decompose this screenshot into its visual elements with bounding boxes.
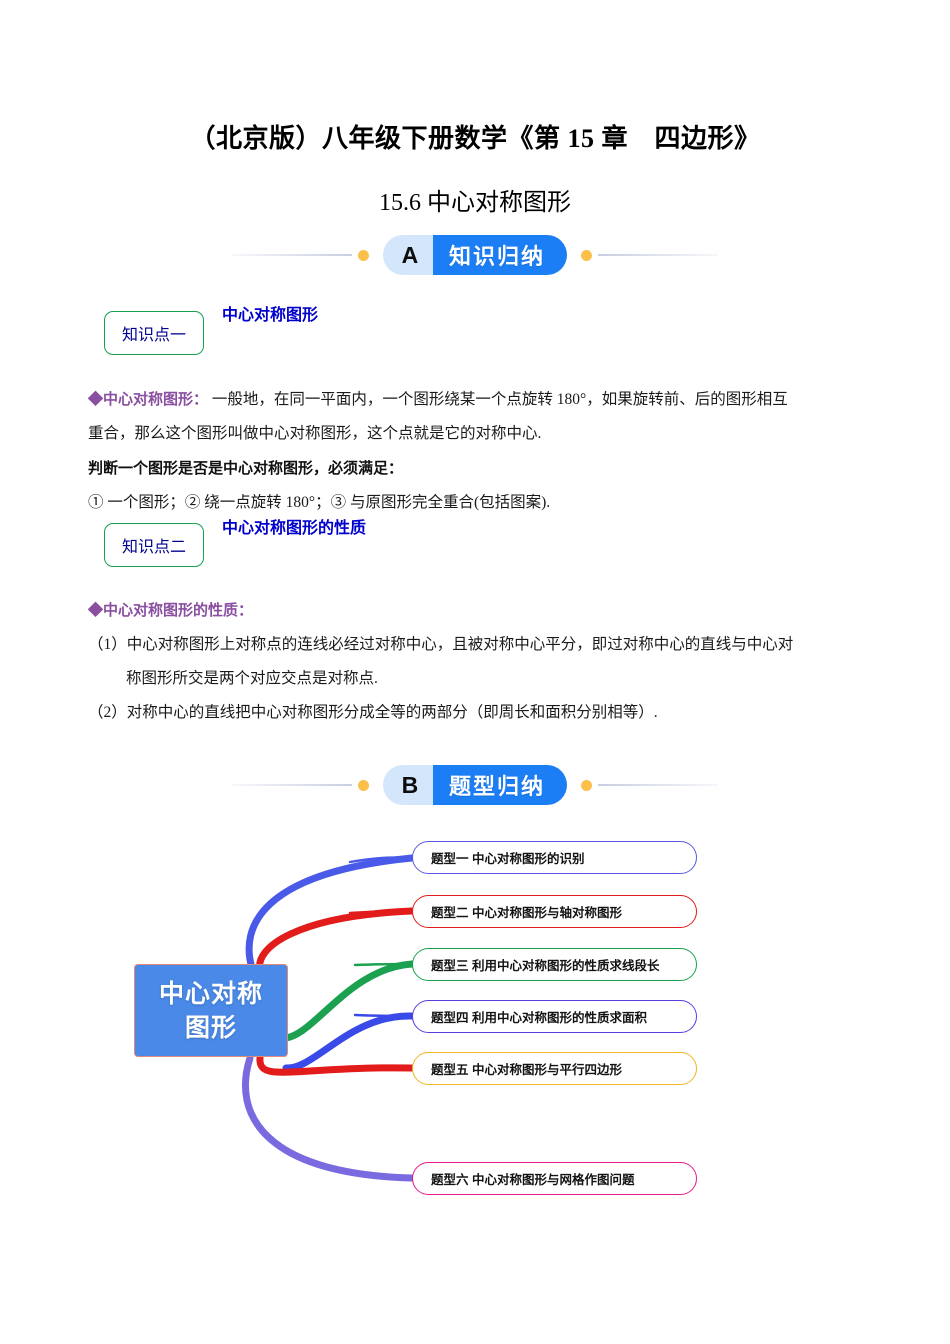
- mindmap-center-line-1: 中心对称: [158, 979, 263, 1008]
- property-2: （2）对称中心的直线把中心对称图形分成全等的两部分（即周长和面积分别相等）.: [88, 704, 658, 721]
- mindmap-branch-4-tip: [353, 1013, 414, 1018]
- condition-items: ① 一个图形；② 绕一点旋转 180°；③ 与原图形完全重合(包括图案).: [88, 494, 551, 511]
- definition-lead: ◆中心对称图形：: [88, 391, 209, 408]
- property-1-line-2: 称图形所交是两个对应交点是对称点.: [126, 670, 378, 687]
- banner-line-left: [231, 254, 352, 256]
- mindmap-node-3-label: 题型三 利用中心对称图形的性质求线段长: [431, 959, 660, 973]
- mindmap-connectors: [242, 854, 416, 1182]
- mindmap-branch-5: [256, 1054, 416, 1076]
- knowledge-point-1-conditions: 判断一个图形是否是中心对称图形，必须满足： ① 一个图形；② 绕一点旋转 180…: [88, 452, 874, 520]
- mindmap-center-line-2: 图形: [184, 1013, 237, 1042]
- banner-b-dot-left-icon: [357, 779, 369, 791]
- page-subtitle: 15.6 中心对称图形: [379, 190, 571, 216]
- mindmap-center-node[interactable]: 中心对称 图形: [134, 964, 288, 1057]
- section-label-b: 题型归纳: [432, 765, 567, 805]
- mindmap-node-5[interactable]: 题型五 中心对称图形与平行四边形: [412, 1052, 697, 1085]
- banner-dot-left-icon: [357, 249, 369, 261]
- property-lead: ◆中心对称图形的性质：: [88, 602, 254, 619]
- mindmap-branch-6-tip: [348, 1172, 414, 1180]
- section-letter-b: B: [382, 765, 433, 805]
- page-title: （北京版）八年级下册数学《第 15 章 四边形》: [189, 124, 761, 153]
- section-banner-a: A 知识归纳: [0, 228, 950, 282]
- mindmap-branch-2: [256, 907, 416, 974]
- mindmap-branch-1: [245, 854, 416, 972]
- section-pill-b: B 题型归纳: [382, 765, 567, 805]
- definition-text-1: 一般地，在同一平面内，一个图形绕某一个点旋转 180°，如果旋转前、后的图形相互: [211, 391, 788, 408]
- section-letter-a: A: [382, 235, 433, 275]
- mindmap-node-6-label: 题型六 中心对称图形与网格作图问题: [431, 1173, 635, 1187]
- mindmap-node-4-label: 题型四 利用中心对称图形的性质求面积: [431, 1011, 647, 1025]
- knowledge-point-badge-1: 知识点一: [104, 311, 204, 355]
- definition-line-2: 重合，那么这个图形叫做中心对称图形，这个点就是它的对称中心.: [88, 425, 542, 442]
- mindmap-node-4[interactable]: 题型四 利用中心对称图形的性质求面积: [412, 1000, 697, 1033]
- knowledge-point-badge-2-label: 知识点二: [121, 539, 186, 556]
- mindmap-branch-4: [282, 1012, 416, 1072]
- knowledge-point-1-definition: ◆中心对称图形： 一般地，在同一平面内，一个图形绕某一个点旋转 180°，如果旋…: [88, 383, 874, 451]
- section-banner-b: B 题型归纳: [0, 758, 950, 812]
- mindmap-diagram: 中心对称 图形 题型一 中心对称图形的识别 题型二 中心对称图形与轴对称图形 题…: [100, 818, 720, 1218]
- mindmap-node-6[interactable]: 题型六 中心对称图形与网格作图问题: [412, 1162, 697, 1195]
- mindmap-branch-6: [242, 1054, 416, 1182]
- knowledge-point-2-properties: ◆中心对称图形的性质： （1）中心对称图形上对称点的连线必经过对称中心，且被对称…: [88, 594, 874, 730]
- definition-line-1: ◆中心对称图形： 一般地，在同一平面内，一个图形绕某一个点旋转 180°，如果旋…: [88, 383, 874, 417]
- banner-b-line-right: [598, 784, 718, 786]
- mindmap-node-2-label: 题型二 中心对称图形与轴对称图形: [431, 906, 622, 920]
- mindmap-branch-3-tip: [353, 962, 414, 967]
- mindmap-node-1[interactable]: 题型一 中心对称图形的识别: [412, 841, 697, 874]
- property-1-line-1: （1）中心对称图形上对称点的连线必经过对称中心，且被对称中心平分，即过对称中心的…: [88, 636, 794, 653]
- knowledge-point-heading-1: 中心对称图形: [222, 307, 319, 324]
- knowledge-point-heading-2: 中心对称图形的性质: [222, 520, 367, 537]
- mindmap-branch-3: [282, 960, 416, 1042]
- knowledge-point-badge-1-label: 知识点一: [121, 327, 186, 344]
- banner-b-dot-right-icon: [581, 779, 592, 791]
- mindmap-node-5-label: 题型五 中心对称图形与平行四边形: [431, 1063, 622, 1077]
- mindmap-node-3[interactable]: 题型三 利用中心对称图形的性质求线段长: [412, 948, 697, 981]
- condition-title: 判断一个图形是否是中心对称图形，必须满足：: [88, 460, 404, 477]
- banner-line-right: [598, 254, 718, 256]
- mindmap-node-2[interactable]: 题型二 中心对称图形与轴对称图形: [412, 895, 697, 928]
- banner-dot-right-icon: [581, 249, 592, 261]
- mindmap-branch-2-tip: [348, 909, 414, 915]
- knowledge-point-badge-2: 知识点二: [104, 523, 204, 567]
- mindmap-node-1-label: 题型一 中心对称图形的识别: [431, 852, 585, 866]
- banner-b-line-left: [231, 784, 352, 786]
- section-pill-a: A 知识归纳: [382, 235, 567, 275]
- mindmap-branch-1-tip: [348, 856, 414, 864]
- section-label-a: 知识归纳: [432, 235, 567, 275]
